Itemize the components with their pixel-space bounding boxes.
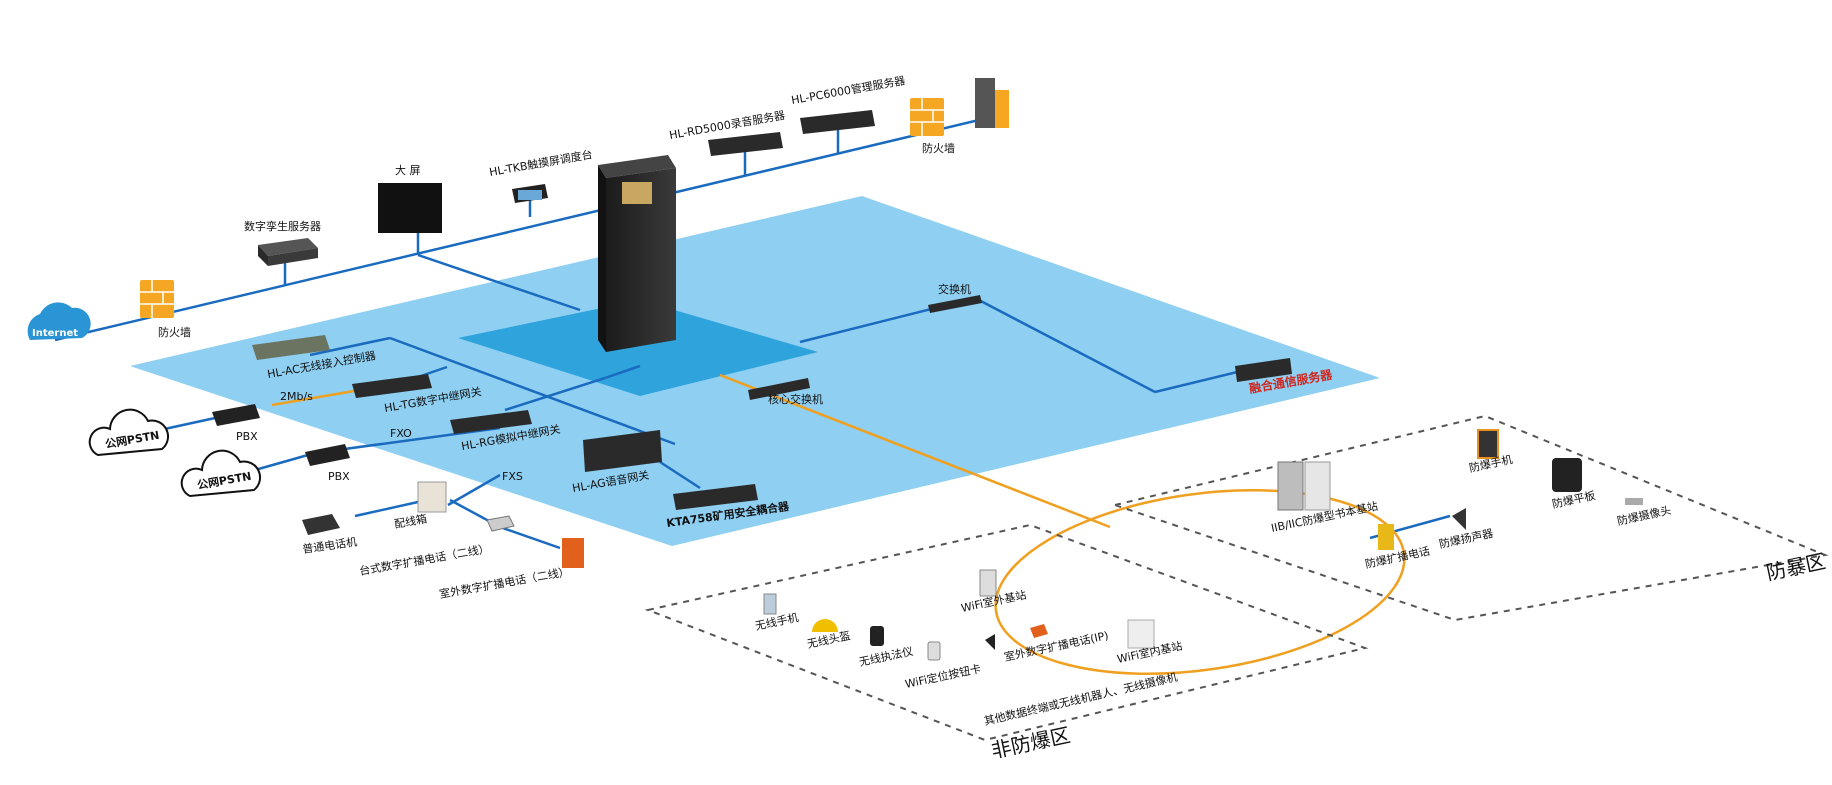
network-platform [130,196,1380,546]
ex-handset-icon [1477,429,1499,459]
big-screen-label: 大 屏 [395,163,421,177]
digital-twin-server-label: 数字孪生服务器 [244,219,321,233]
distribution-box-icon [417,481,447,513]
outdoor-phone-icon [562,538,584,568]
firewall-left-label: 防火墙 [158,325,191,339]
pstn-cloud-1-icon [88,408,169,457]
rd5000-server-icon [708,132,783,156]
wireless-phone-icon [763,593,777,615]
firewall-left-icon [140,280,174,318]
core-switch-label: 核心交换机 [768,392,823,406]
megaphone-icon [985,634,995,650]
big-screen-icon [378,183,442,233]
desk-phone-icon [486,515,515,532]
pbx-2-icon [305,444,350,466]
internet-label: Internet [32,328,78,339]
ex-speaker-label: 防爆扬声器 [1438,526,1495,551]
outdoor-ip-phone-icon [1030,624,1048,638]
pstn-cloud-2-icon [180,449,261,498]
tg-gateway-icon [352,374,432,398]
outdoor-phone-label: 室外数字扩播电话（二线） [438,564,570,601]
ex-camera-icon [1625,498,1643,505]
switch-label: 交换机 [938,282,971,296]
wireless-recorder-label: 无线执法仪 [858,644,915,669]
building-icon [975,78,1009,128]
core-platform [458,300,818,396]
kta758-icon [673,484,758,510]
ex-phone-label: 防爆扩播电话 [1364,544,1431,571]
pc6000-server-icon [800,110,875,134]
fusion-server-icon [1235,358,1292,382]
pbx1-label: PBX [236,430,258,443]
pbx2-label: PBX [328,470,350,483]
tkb-console-label: HL-TKB触摸屏调度台 [488,147,593,179]
ex-tablet-icon [1552,458,1582,492]
zone-explosion-label: 防暴区 [1764,549,1828,585]
distribution-box-label: 配线箱 [393,511,428,531]
ex-base-station-icon [1277,461,1331,511]
ex-speaker-icon [1452,508,1466,530]
link-fxo-label: FXO [390,427,412,440]
pbx-1-icon [212,404,260,426]
rg-gateway-icon [450,410,532,434]
firewall-right-label: 防火墙 [922,141,955,155]
wireless-helmet-icon [812,619,838,632]
ex-camera-label: 防爆摄像头 [1616,503,1673,528]
tkb-console-icon [512,184,548,203]
zone-boundaries [644,414,1829,742]
switch-icon [928,295,982,313]
wifi-locator-icon [927,641,941,661]
digital-twin-server-icon [258,238,318,266]
phone-icon [302,514,340,535]
link-fxs-label: FXS [502,470,523,483]
ex-phone-icon [1378,524,1394,550]
outdoor-ip-phone-label: 室外数字扩播电话(IP) [1003,628,1110,664]
internet-cloud-icon [27,302,91,340]
core-switch-icon [748,378,810,400]
ethernet-links [54,113,1451,550]
wifi-locator-label: WiFi定位按钮卡 [904,661,983,691]
link-2mbs-label: 2Mb/s [280,390,313,403]
wireless-recorder-icon [870,626,884,646]
wifi-indoor-base-icon [1127,619,1155,649]
other-terminals-label: 其他数据终端或无线机器人、无线摄像机 [983,670,1179,728]
desk-phone-label: 台式数字扩播电话（二线） [358,541,490,578]
wireless-phone-label: 无线手机 [754,610,800,633]
fiber-links [271,373,1406,675]
server-rack-icon [598,155,676,352]
ac-controller-icon [252,335,330,360]
firewall-right-icon [910,98,944,136]
pc6000-label: HL-PC6000管理服务器 [790,73,906,107]
phone-label: 普通电话机 [301,534,357,556]
wifi-outdoor-base-icon [979,569,997,597]
ag-gateway-icon [583,430,662,472]
